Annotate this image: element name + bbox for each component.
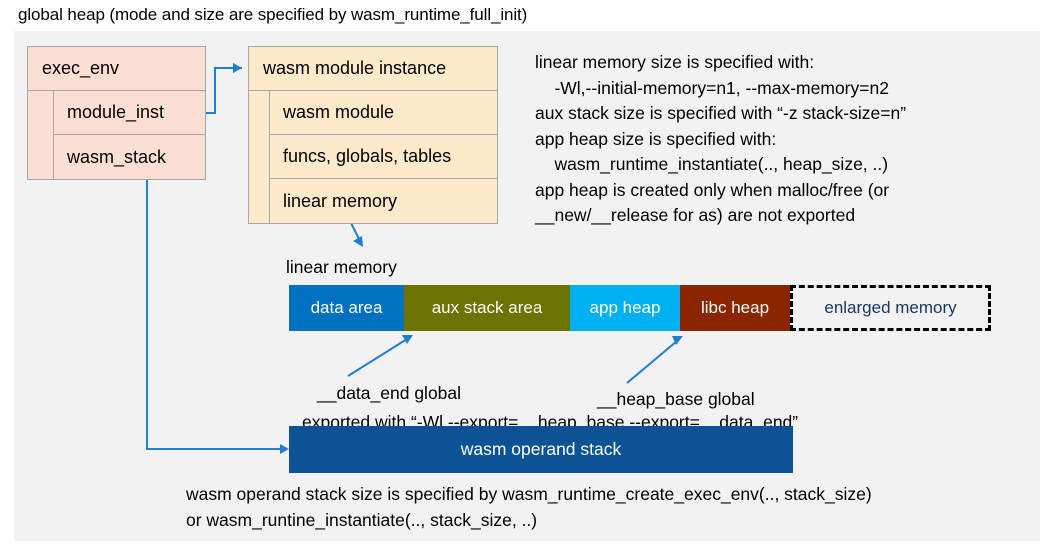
exec-env-field-module-inst: module_inst [54, 91, 205, 135]
memory-segment-enlarged-memory: enlarged memory [790, 285, 991, 331]
connector-heap-base [626, 336, 683, 384]
exec-env-header: exec_env [28, 47, 205, 91]
data-end-callout: __data_end global [317, 383, 462, 403]
module-instance-header: wasm module instance [249, 47, 497, 91]
diagram-panel: exec_env module_inst wasm_stack wasm mod… [14, 31, 1040, 541]
exec-env-field-column: module_inst wasm_stack [54, 91, 205, 179]
module-instance-fields: wasm module funcs, globals, tables linea… [249, 91, 497, 223]
operand-stack-note: wasm operand stack size is specified by … [186, 484, 872, 530]
module-instance-field-wasm-module: wasm module [270, 91, 497, 135]
heap-base-callout: __heap_base global [597, 389, 755, 409]
module-instance-field-column: wasm module funcs, globals, tables linea… [270, 91, 497, 223]
page-title: global heap (mode and size are specified… [18, 5, 528, 24]
exec-env-gutter [28, 91, 54, 179]
exec-env-fields: module_inst wasm_stack [28, 91, 205, 179]
memory-segment-libc-heap: libc heap [680, 285, 790, 331]
memory-segment-app-heap: app heap [570, 285, 680, 331]
module-instance-field-funcs-globals-tables: funcs, globals, tables [270, 135, 497, 179]
wasm-module-instance-box: wasm module instance wasm module funcs, … [248, 46, 498, 224]
connector-data-end [347, 335, 413, 377]
linear-memory-bar-label: linear memory [286, 257, 397, 277]
module-instance-field-linear-memory: linear memory [283, 190, 398, 211]
memory-segment-data-area: data area [289, 285, 404, 331]
memory-configuration-note: linear memory size is specified with: -W… [535, 52, 907, 225]
module-instance-gutter [249, 91, 270, 223]
wasm-operand-stack-bar: wasm operand stack [289, 426, 793, 473]
exec-env-box: exec_env module_inst wasm_stack [27, 46, 206, 180]
memory-segment-aux-stack-area: aux stack area [404, 285, 570, 331]
exec-env-field-wasm-stack: wasm_stack [67, 146, 167, 167]
